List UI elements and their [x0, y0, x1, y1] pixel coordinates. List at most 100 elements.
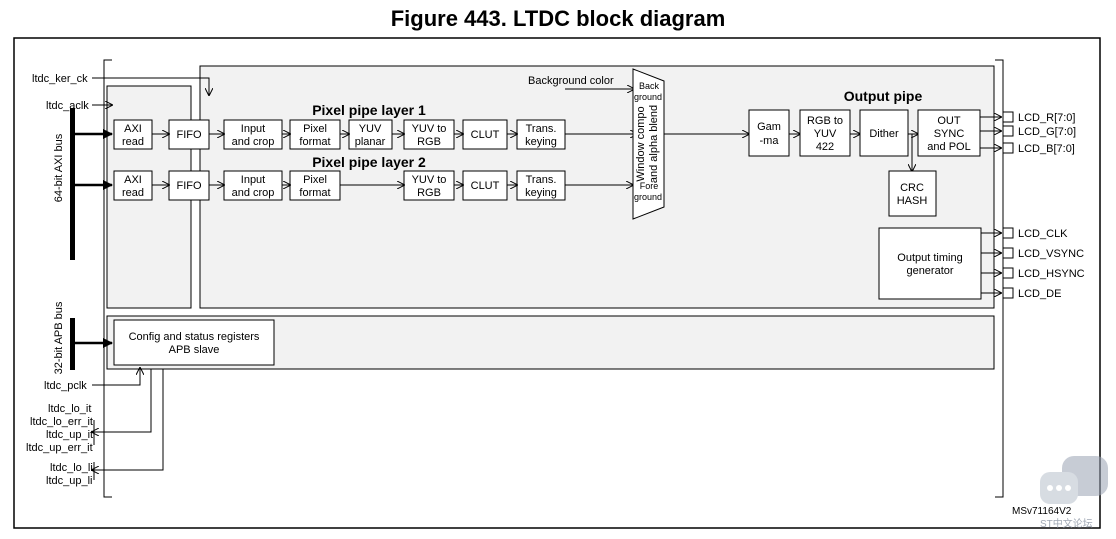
- irq-lo-it: ltdc_lo_it: [48, 403, 91, 415]
- axi-bus-bar: [70, 108, 75, 260]
- pin-b-label: LCD_B[7:0]: [1018, 143, 1075, 155]
- peripheral-bracket-right: [995, 59, 1004, 498]
- watermark-text: ST中文论坛: [1040, 517, 1093, 530]
- pin-g-label: LCD_G[7:0]: [1018, 126, 1076, 138]
- dither-block: Dither: [859, 109, 909, 157]
- output-pipe-title: Output pipe: [844, 88, 923, 104]
- layer2-trans-keying: Trans. keying: [516, 170, 566, 201]
- rgb-to-yuv-line2: YUV: [814, 128, 837, 140]
- out-sync-line2: SYNC: [934, 128, 965, 140]
- figure-id: MSv71164V2: [1012, 506, 1072, 517]
- pin-r-label: LCD_R[7:0]: [1018, 112, 1075, 124]
- layer2-trans-keying-line2: keying: [525, 187, 557, 199]
- dither-label: Dither: [869, 128, 899, 140]
- layer2-input-crop-line2: and crop: [232, 187, 275, 199]
- out-sync-line3: and POL: [927, 141, 970, 153]
- layer1-yuv-to-rgb-line1: YUV to: [412, 123, 447, 135]
- apb-bus-label: 32-bit APB bus: [53, 301, 65, 374]
- layer1-input-crop-line2: and crop: [232, 136, 275, 148]
- irq-up-it: ltdc_up_it: [46, 429, 93, 441]
- blend-back-line2: ground: [634, 92, 662, 102]
- apb-bus-bar: [70, 318, 75, 370]
- pin-vsync-label: LCD_VSYNC: [1018, 248, 1084, 260]
- gamma-block: Gam -ma: [748, 109, 790, 157]
- timing-line1: Output timing: [897, 252, 962, 264]
- out-sync-block: OUT SYNC and POL: [917, 109, 981, 157]
- layer2-fifo: FIFO: [168, 170, 210, 201]
- irq-lo-err-it: ltdc_lo_err_it: [30, 416, 93, 428]
- layer1-pixel-format-line1: Pixel: [303, 123, 327, 135]
- blend-fore-line1: Fore: [640, 181, 659, 191]
- layer1-input-crop-line1: Input: [241, 123, 265, 135]
- layer1-title: Pixel pipe layer 1: [312, 102, 426, 118]
- layer2-pixel-format-line2: format: [299, 187, 330, 199]
- layer1-clut-label: CLUT: [471, 129, 500, 141]
- crc-hash-line2: HASH: [897, 195, 928, 207]
- layer1-fifo: FIFO: [168, 119, 210, 150]
- watermark-logo: [1040, 456, 1108, 504]
- layer1-yuv-planar: YUV planar: [348, 119, 393, 150]
- li-line: [92, 369, 164, 470]
- blend-fore-line2: ground: [634, 192, 662, 202]
- layer2-input-crop-line1: Input: [241, 174, 265, 186]
- gamma-line1: Gam: [757, 121, 781, 133]
- layer2-title: Pixel pipe layer 2: [312, 154, 426, 170]
- out-sync-line1: OUT: [937, 115, 961, 127]
- layer2-clut-label: CLUT: [471, 180, 500, 192]
- irq-line: [92, 369, 152, 432]
- pin-clk-pad: [1002, 227, 1014, 239]
- pclk-line: [92, 368, 140, 386]
- layer2-trans-keying-line1: Trans.: [526, 174, 557, 186]
- pin-g-pad: [1002, 125, 1014, 137]
- layer2-yuv-to-rgb-line2: RGB: [417, 187, 441, 199]
- layer1-axi-read: AXI read: [113, 119, 153, 150]
- aclk-label: ltdc_aclk: [46, 100, 89, 112]
- layer2-axi-read: AXI read: [113, 170, 153, 201]
- pin-de-label: LCD_DE: [1018, 288, 1061, 300]
- layer1-pixel-format: Pixel format: [289, 119, 341, 150]
- pin-hsync-label: LCD_HSYNC: [1018, 268, 1085, 280]
- rgb-to-yuv-line1: RGB to: [807, 115, 843, 127]
- layer1-trans-keying-line2: keying: [525, 136, 557, 148]
- config-status-registers: Config and status registers APB slave: [113, 319, 275, 366]
- layer1-input-crop: Input and crop: [223, 119, 283, 150]
- pin-de-pad: [1002, 287, 1014, 299]
- layer1-axi-read-line2: read: [122, 136, 144, 148]
- figure-frame: [13, 37, 1101, 529]
- layer1-yuv-to-rgb-line2: RGB: [417, 136, 441, 148]
- layer2-clut: CLUT: [462, 170, 508, 201]
- rgb-to-yuv-block: RGB to YUV 422: [799, 109, 851, 157]
- layer2-pixel-format-line1: Pixel: [303, 174, 327, 186]
- layer1-clut: CLUT: [462, 119, 508, 150]
- layer2-fifo-label: FIFO: [176, 180, 201, 192]
- config-line2: APB slave: [169, 344, 220, 356]
- li-lo: ltdc_lo_li: [50, 462, 93, 474]
- layer1-yuv-planar-line2: planar: [355, 136, 386, 148]
- gamma-line2: -ma: [760, 135, 780, 147]
- ker-ck-line: [92, 77, 209, 95]
- layer1-pixel-format-line2: format: [299, 136, 330, 148]
- pin-r-pad: [1002, 111, 1014, 123]
- pclk-label: ltdc_pclk: [44, 380, 87, 392]
- layer1-yuv-to-rgb: YUV to RGB: [403, 119, 455, 150]
- layer2-pixel-format: Pixel format: [289, 170, 341, 201]
- layer1-trans-keying-line1: Trans.: [526, 123, 557, 135]
- pin-vsync-pad: [1002, 247, 1014, 259]
- crc-hash-block: CRC HASH: [888, 170, 937, 217]
- pin-b-pad: [1002, 142, 1014, 154]
- irq-up-err-it: ltdc_up_err_it: [26, 442, 93, 454]
- layer2-yuv-to-rgb: YUV to RGB: [403, 170, 455, 201]
- blend-label-line2: and alpha blend: [648, 105, 660, 183]
- layer1-axi-read-line1: AXI: [124, 123, 142, 135]
- crc-hash-line1: CRC: [900, 182, 924, 194]
- axi-bus-label: 64-bit AXI bus: [53, 133, 65, 202]
- rgb-to-yuv-line3: 422: [816, 141, 834, 153]
- pin-clk-label: LCD_CLK: [1018, 228, 1068, 240]
- layer1-fifo-label: FIFO: [176, 129, 201, 141]
- blend-back-line1: Back: [639, 81, 660, 91]
- peripheral-bracket-left: [103, 59, 112, 498]
- figure-title: Figure 443. LTDC block diagram: [390, 6, 726, 31]
- ker-ck-label: ltdc_ker_ck: [32, 73, 88, 85]
- pin-hsync-pad: [1002, 267, 1014, 279]
- layer1-yuv-planar-line1: YUV: [359, 123, 382, 135]
